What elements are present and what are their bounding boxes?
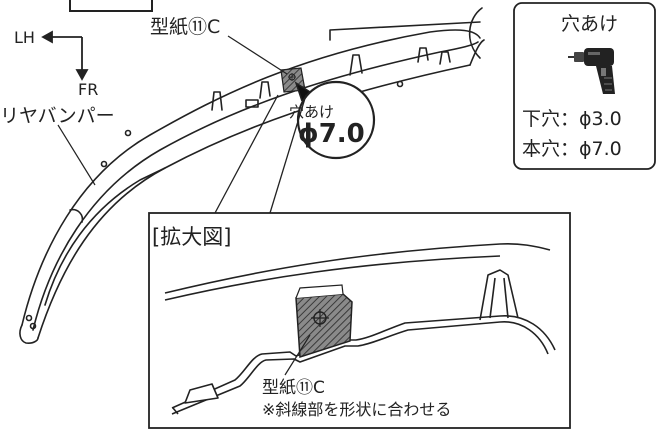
enlarged-view-label: [拡大図] [152,225,232,249]
enlarged-bumper-detail [164,243,556,415]
drill-info-box [513,2,656,170]
fr-direction-label: FR [78,80,99,99]
pilot-hole-size: 下穴：ϕ3.0 [522,108,622,130]
rear-bumper-label: リヤバンパー [0,105,115,127]
bumper-leader-line [57,124,96,186]
template-label-enlarged: 型紙⑪C [262,378,325,398]
drill-size-callout-shape [294,80,376,160]
template-leader-line [227,35,288,75]
zoom-lines [214,94,307,214]
direction-arrows [41,30,89,81]
lh-direction-label: LH [14,28,35,47]
template-c-enlarged [295,284,353,359]
template-label: 型紙⑪C [150,16,221,38]
template-leader-line-enlarged [284,334,311,376]
drill-box-title: 穴あけ [561,13,619,35]
rear-bumper-outline [19,7,485,344]
drill-callout-size: ϕ7.0 [298,119,365,149]
top-frame-fragment [69,0,153,12]
alignment-note: ※斜線部を形状に合わせる [262,400,452,419]
drill-icon [568,48,615,94]
enlarged-view-frame [148,212,571,429]
drill-callout-title: 穴あけ [289,103,335,121]
main-hole-size: 本穴：ϕ7.0 [522,138,622,160]
